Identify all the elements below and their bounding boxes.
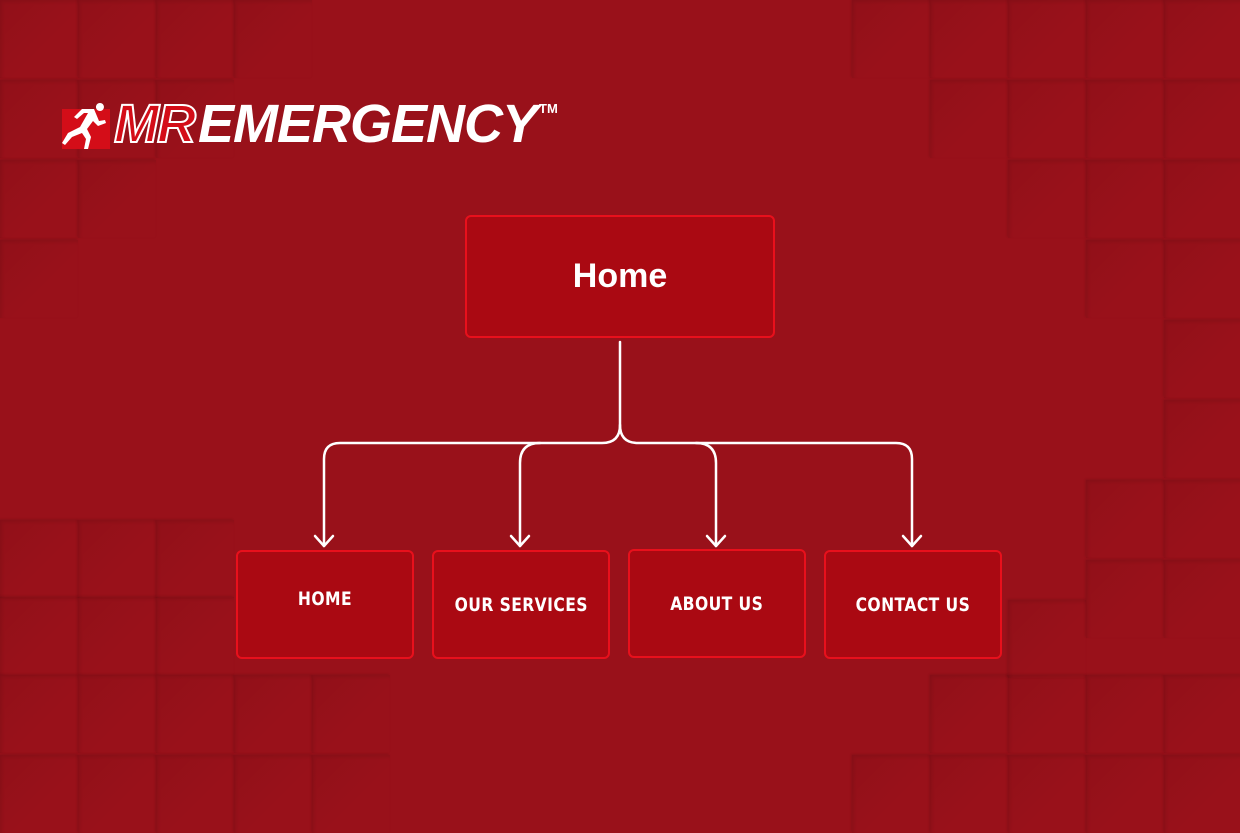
running-man-icon [60, 99, 110, 149]
arrowhead-icon [509, 534, 531, 548]
connector-to-home [322, 340, 622, 548]
trademark-symbol: TM [539, 101, 558, 116]
node-home[interactable]: HOME [236, 550, 414, 659]
brand-logo[interactable]: MR EMERGENCY TM [60, 95, 558, 153]
node-label: ABOUT US [670, 592, 764, 615]
node-our-services[interactable]: OUR SERVICES [432, 550, 610, 659]
arrowhead-icon [313, 534, 335, 548]
node-label: CONTACT US [855, 593, 971, 616]
connector-to-about-us [694, 441, 718, 548]
node-label: HOME [297, 588, 353, 610]
node-label: OUR SERVICES [454, 593, 588, 616]
node-about-us[interactable]: ABOUT US [628, 549, 806, 658]
logo-mr-text: MR [113, 94, 197, 154]
node-root-home[interactable]: Home [465, 215, 775, 338]
node-label: Home [572, 257, 668, 295]
logo-emergency-text: EMERGENCY [197, 94, 538, 154]
node-contact-us[interactable]: CONTACT US [824, 550, 1002, 659]
connector-to-contact-us [618, 423, 914, 548]
arrowhead-icon [901, 534, 923, 548]
connector-to-our-services [518, 441, 542, 548]
arrowhead-icon [705, 534, 727, 548]
